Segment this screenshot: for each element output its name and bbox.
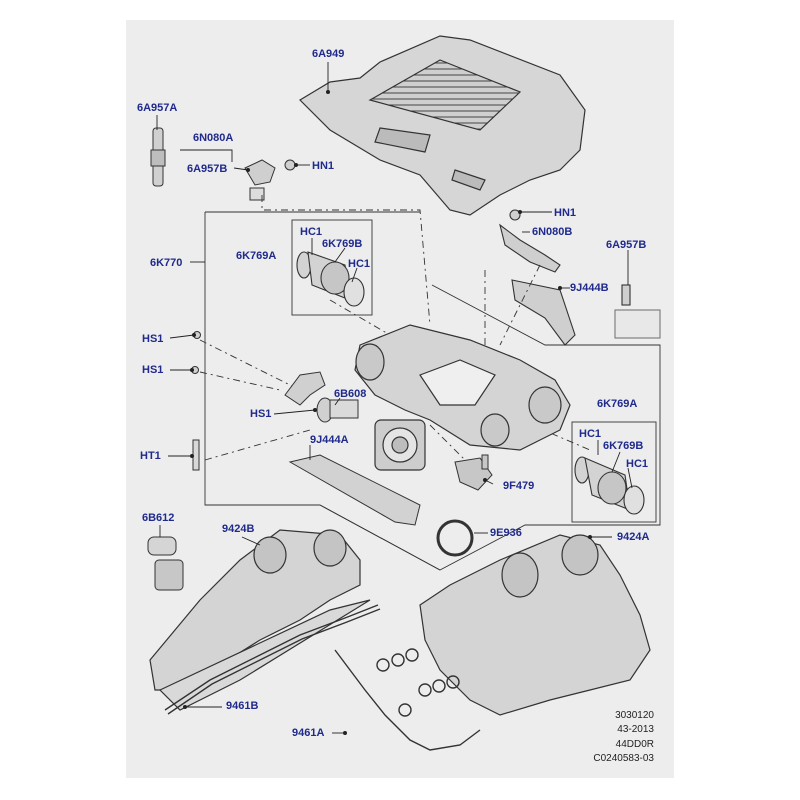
o-ring	[436, 519, 474, 557]
label-9461A: 9461A	[292, 727, 325, 739]
reference-code-2: 43-2013	[617, 724, 654, 735]
label-HC1-d: HC1	[626, 458, 649, 470]
label-6A957B-top: 6A957B	[187, 163, 228, 175]
label-6K770: 6K770	[150, 257, 183, 269]
leader-lines	[156, 62, 633, 734]
label-9F479: 9F479	[503, 480, 535, 492]
label-6B612: 6B612	[142, 512, 175, 524]
label-6K769B-b: 6K769B	[603, 440, 644, 452]
label-HS1-c: HS1	[250, 408, 272, 420]
filter-element	[147, 536, 184, 591]
label-HT1: HT1	[140, 450, 161, 462]
label-HS1-a: HS1	[142, 333, 164, 345]
hose-right	[574, 456, 645, 515]
label-6A957B-right: 6A957B	[606, 239, 647, 251]
label-6A949: 6A949	[312, 48, 345, 60]
label-9J444B: 9J444B	[570, 282, 609, 294]
label-9J444A: 9J444A	[310, 434, 349, 446]
bracket-right	[499, 209, 661, 346]
reference-code-4: C0240583-03	[593, 753, 654, 764]
label-HC1-b: HC1	[348, 258, 371, 270]
label-9461B: 9461B	[226, 700, 259, 712]
label-HN1-right: HN1	[554, 207, 577, 219]
elbow-pipe	[191, 331, 359, 471]
leader-frame-lines	[204, 211, 661, 571]
label-HS1-b: HS1	[142, 364, 164, 376]
label-6N080B: 6N080B	[532, 226, 573, 238]
reference-code-3: 44DD0R	[615, 739, 654, 750]
gasket-left	[164, 604, 381, 715]
leader-dots	[183, 90, 592, 735]
label-6A957A: 6A957A	[137, 102, 178, 114]
label-6K769A-b: 6K769A	[597, 398, 638, 410]
gasket-right	[334, 648, 481, 751]
reference-code-1: 3030120	[615, 710, 654, 721]
sensor	[454, 454, 493, 491]
guide-lines	[199, 195, 591, 466]
injector-left	[150, 127, 166, 187]
label-HC1-a: HC1	[300, 226, 323, 238]
lower-manifold-right	[419, 534, 651, 716]
cover-strip	[288, 454, 421, 526]
engine-cover	[299, 35, 586, 216]
hose-left	[296, 251, 365, 307]
lower-manifold-left	[149, 529, 371, 711]
intake-plenum	[354, 324, 571, 471]
wiring-clip-top	[244, 159, 296, 201]
label-HN1-top: HN1	[312, 160, 335, 172]
label-6N080A: 6N080A	[193, 132, 234, 144]
label-6K769A-a: 6K769A	[236, 250, 277, 262]
label-9E936: 9E936	[490, 527, 522, 539]
label-HC1-c: HC1	[579, 428, 602, 440]
label-6B608: 6B608	[334, 388, 367, 400]
label-9424A: 9424A	[617, 531, 650, 543]
label-9424B: 9424B	[222, 523, 255, 535]
label-6K769B-a: 6K769B	[322, 238, 363, 250]
